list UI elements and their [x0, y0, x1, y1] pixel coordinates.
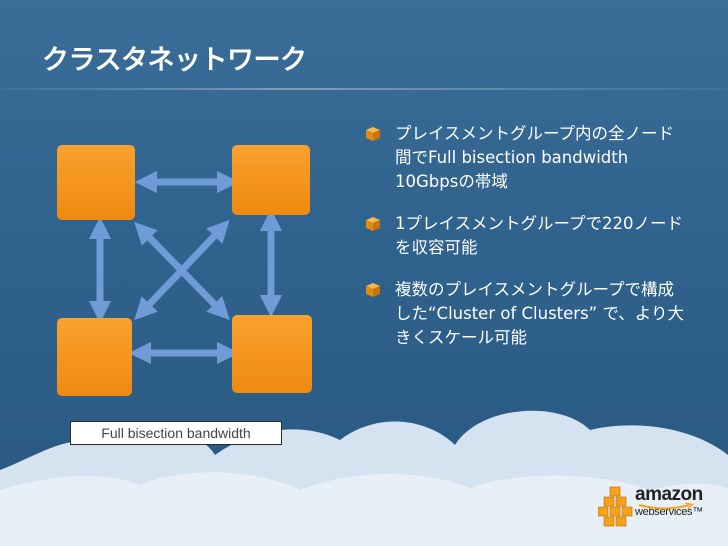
arrow-diagonal-up: [134, 219, 230, 321]
node-bottom-left: [57, 318, 132, 396]
bullet-list: プレイスメントグループ内の全ノード間でFull bisection bandwi…: [365, 122, 685, 368]
aws-boxes-icon: [598, 486, 633, 527]
aws-logo-text: amazon webservices™: [635, 484, 710, 518]
amazon-smile-icon: [638, 503, 694, 510]
bullet-item: プレイスメントグループ内の全ノード間でFull bisection bandwi…: [365, 122, 685, 194]
package-icon: [366, 217, 380, 231]
slide-title: クラスタネットワーク: [42, 45, 307, 76]
bullet-item: 複数のプレイスメントグループで構成した“Cluster of Clusters”…: [365, 278, 685, 350]
package-icon: [366, 127, 380, 141]
bullet-item: 1プレイスメントグループで220ノードを収容可能: [365, 212, 685, 260]
node-top-right: [232, 145, 310, 215]
logo-webservices: webservices™: [635, 506, 703, 518]
bullet-text: 1プレイスメントグループで220ノードを収容可能: [395, 214, 684, 257]
logo-amazon: amazon: [635, 484, 703, 505]
diagram-caption: Full bisection bandwidth: [70, 421, 282, 445]
package-icon: [366, 283, 380, 297]
title-divider: [0, 88, 728, 90]
node-top-left: [57, 145, 135, 220]
aws-logo: amazon webservices™: [598, 484, 710, 530]
bullet-text: 複数のプレイスメントグループで構成した“Cluster of Clusters”…: [395, 280, 684, 347]
node-bottom-right: [232, 315, 312, 393]
bullet-text: プレイスメントグループ内の全ノード間でFull bisection bandwi…: [395, 124, 675, 191]
